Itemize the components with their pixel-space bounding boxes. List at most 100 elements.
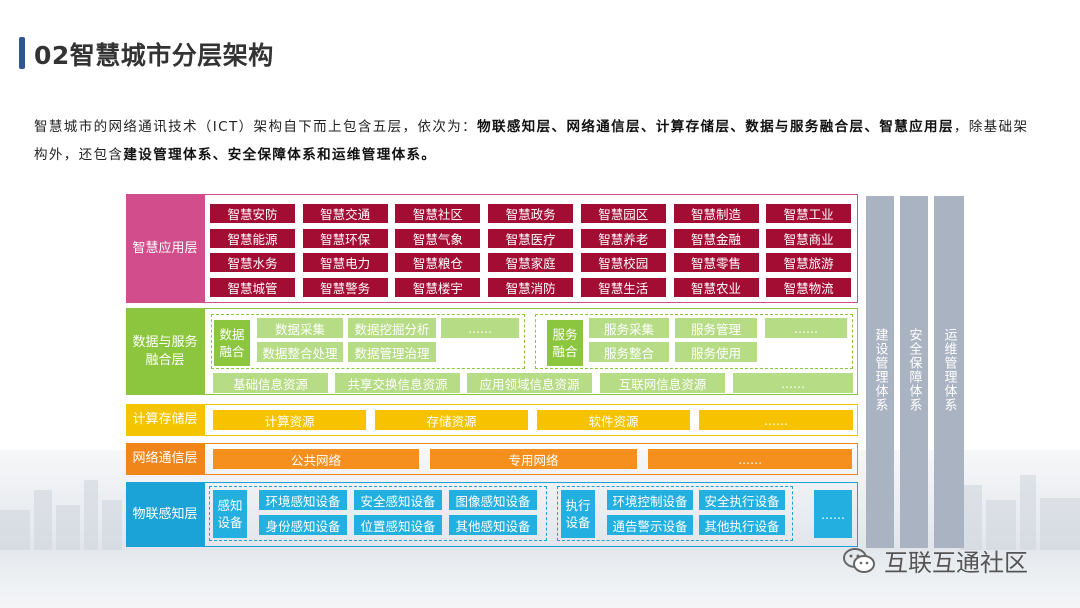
exec-device-group — [557, 486, 793, 541]
app-item: 智慧物流 — [766, 277, 852, 297]
compute-layer-label: 计算存储层 — [126, 404, 204, 436]
service-fusion-title-text: 融合 — [552, 344, 578, 359]
network-item: ...... — [648, 449, 852, 469]
sense-device-title-text: 设备 — [217, 515, 243, 530]
app-layer-body: 智慧安防智慧交通智慧社区智慧政务智慧园区智慧制造智慧工业智慧能源智慧环保智慧气象… — [204, 194, 858, 303]
info-resource-item: ...... — [733, 373, 853, 393]
compute-item: 计算资源 — [213, 410, 366, 430]
compute-item: ...... — [699, 410, 853, 430]
sense-device-group — [209, 486, 547, 541]
iot-layer-body: 感知设备环境感知设备安全感知设备图像感知设备身份感知设备位置感知设备其他感知设备… — [204, 482, 858, 547]
title-accent-bar — [19, 37, 25, 69]
app-item: 智慧零售 — [673, 253, 759, 272]
data-fusion-item: 数据整合处理 — [257, 342, 343, 362]
info-resource-item: 基础信息资源 — [213, 373, 328, 393]
intro-layers-bold: 物联感知层、网络通信层、计算存储层、数据与服务融合层、智慧应用层 — [477, 119, 954, 135]
app-item: 智慧农业 — [673, 277, 759, 297]
compute-item: 软件资源 — [537, 410, 690, 430]
watermark: 互联互通社区 — [842, 543, 1028, 578]
data-layer-label-line1: 数据与服务 — [132, 334, 198, 350]
sense-device-title: 感知设备 — [213, 490, 247, 538]
network-layer-label: 网络通信层 — [126, 443, 204, 475]
data-fusion-title: 数据融合 — [214, 320, 250, 366]
page-title: 02智慧城市分层架构 — [34, 41, 274, 70]
app-item: 智慧消防 — [488, 277, 574, 297]
construction-management-system: 建设管理体系 — [866, 196, 894, 548]
data-fusion-item: 数据采集 — [257, 318, 343, 338]
iot-layer-label: 物联感知层 — [126, 482, 204, 547]
service-fusion-title: 服务融合 — [547, 320, 583, 366]
security-assurance-system: 安全保障体系 — [900, 196, 928, 548]
service-fusion-item: 服务整合 — [589, 342, 669, 362]
app-item: 智慧气象 — [395, 228, 481, 248]
background-water — [0, 550, 1080, 608]
app-item: 智慧安防 — [210, 204, 295, 223]
app-item: 智慧工业 — [766, 204, 852, 223]
service-fusion-item: 服务管理 — [675, 318, 757, 338]
data-fusion-item: 数据管理治理 — [348, 342, 436, 362]
exec-device-item: 通告警示设备 — [607, 515, 693, 535]
data-layer-label-line2: 融合层 — [145, 352, 185, 368]
data-layer-label: 数据与服务 融合层 — [126, 308, 204, 395]
exec-device-item: 环境控制设备 — [607, 490, 693, 510]
app-item: 智慧能源 — [210, 228, 295, 248]
app-item: 智慧制造 — [673, 204, 759, 223]
sense-device-title-text: 感知 — [217, 498, 243, 513]
data-fusion-item: ...... — [441, 318, 519, 338]
intro-text-2: ，除基础架构外，还包含 — [34, 119, 1029, 163]
service-fusion-title-text: 服务 — [552, 327, 578, 342]
service-fusion-group — [535, 314, 853, 369]
app-item: 智慧旅游 — [766, 253, 852, 272]
data-fusion-item: 数据挖掘分析 — [348, 318, 436, 338]
app-item: 智慧社区 — [395, 204, 481, 223]
exec-device-title-text: 执行 — [565, 498, 591, 513]
app-item: 智慧医疗 — [488, 228, 574, 248]
info-resource-item: 互联网信息资源 — [600, 373, 725, 393]
app-item: 智慧家庭 — [488, 253, 574, 272]
data-fusion-title-text: 融合 — [219, 344, 245, 359]
data-fusion-group — [211, 314, 525, 369]
service-fusion-item: ...... — [765, 318, 847, 338]
background-skyline — [0, 475, 1080, 550]
app-item: 智慧政务 — [488, 204, 574, 223]
exec-device-item: 其他执行设备 — [699, 515, 785, 535]
exec-device-title: 执行设备 — [561, 490, 595, 538]
app-item: 智慧商业 — [766, 228, 852, 248]
info-resource-item: 共享交换信息资源 — [335, 373, 460, 393]
app-item: 智慧粮仓 — [395, 253, 481, 272]
service-fusion-item: 服务使用 — [675, 342, 757, 362]
operation-management-system: 运维管理体系 — [934, 196, 964, 548]
intro-text-1: 智慧城市的网络通讯技术（ICT）架构自下而上包含五层，依次为： — [34, 119, 478, 135]
sense-device-item: 身份感知设备 — [259, 515, 347, 535]
app-item: 智慧警务 — [302, 277, 388, 297]
info-resource-item: 应用领域信息资源 — [467, 373, 592, 393]
app-item: 智慧校园 — [580, 253, 666, 272]
sense-device-item: 安全感知设备 — [354, 490, 442, 510]
exec-device-item: 安全执行设备 — [699, 490, 785, 510]
app-item: 智慧楼宇 — [395, 277, 481, 297]
compute-layer-body: 计算资源存储资源软件资源...... — [204, 404, 858, 436]
app-item: 智慧环保 — [302, 228, 388, 248]
exec-device-title-text: 设备 — [565, 515, 591, 530]
data-fusion-title-text: 数据 — [219, 327, 245, 342]
app-item: 智慧电力 — [302, 253, 388, 272]
service-fusion-item: 服务采集 — [589, 318, 669, 338]
wechat-icon — [843, 547, 875, 573]
app-item: 智慧养老 — [580, 228, 666, 248]
data-layer-body: 数据融合数据采集数据挖掘分析......数据整合处理数据管理治理服务融合服务采集… — [204, 308, 858, 395]
app-layer-label: 智慧应用层 — [126, 194, 204, 303]
intro-systems-bold: 建设管理体系、安全保障体系和运维管理体系。 — [123, 147, 437, 163]
network-item: 专用网络 — [430, 449, 637, 469]
intro-paragraph: 智慧城市的网络通讯技术（ICT）架构自下而上包含五层，依次为：物联感知层、网络通… — [34, 113, 1034, 169]
app-item: 智慧生活 — [580, 277, 666, 297]
watermark-text: 互联互通社区 — [884, 549, 1028, 577]
app-item: 智慧城管 — [210, 277, 295, 297]
sense-device-item: 其他感知设备 — [449, 515, 537, 535]
sense-device-item: 位置感知设备 — [354, 515, 442, 535]
app-item: 智慧交通 — [302, 204, 388, 223]
iot-more-item: ...... — [814, 490, 852, 538]
network-layer-body: 公共网络专用网络...... — [204, 443, 858, 475]
app-item: 智慧金融 — [673, 228, 759, 248]
app-item: 智慧水务 — [210, 253, 295, 272]
